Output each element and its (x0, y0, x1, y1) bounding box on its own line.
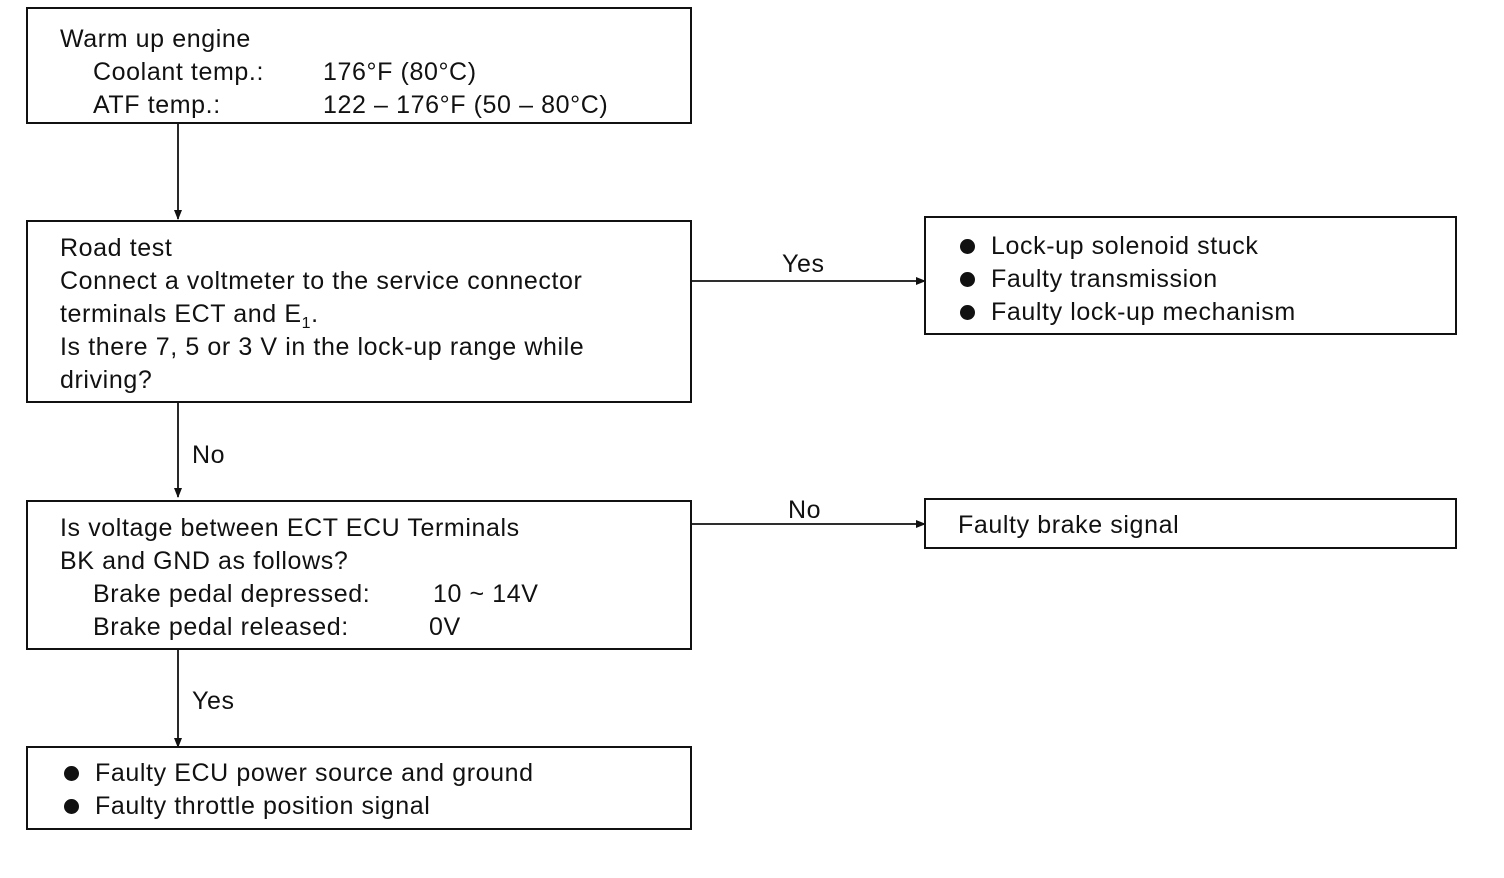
yes-result-text: Faulty transmission (991, 265, 1218, 293)
final-result-box: Faulty ECU power source and ground Fault… (26, 746, 692, 830)
roadtest-title: Road test (60, 234, 173, 262)
final-result-text: Faulty ECU power source and ground (95, 759, 534, 787)
released-label: Brake pedal released: (93, 613, 349, 641)
depressed-label: Brake pedal depressed: (93, 580, 371, 608)
roadtest-line2-prefix: terminals ECT and E (60, 300, 302, 328)
bullet-icon (960, 272, 975, 287)
bullet-icon (960, 305, 975, 320)
voltage-line1: Is voltage between ECT ECU Terminals (60, 514, 520, 542)
atf-row: ATF temp.: 122 – 176°F (50 – 80°C) (60, 89, 690, 122)
atf-label: ATF temp.: (93, 91, 221, 119)
roadtest-line3: Is there 7, 5 or 3 V in the lock-up rang… (60, 333, 585, 361)
voltage-line2: BK and GND as follows? (60, 547, 349, 575)
bullet-icon (64, 766, 79, 781)
yes-result-box: Lock-up solenoid stuck Faulty transmissi… (924, 216, 1457, 335)
voltage-check-box: Is voltage between ECT ECU Terminals BK … (26, 500, 692, 650)
atf-value: 122 – 176°F (50 – 80°C) (323, 91, 609, 119)
roadtest-line1: Connect a voltmeter to the service conne… (60, 267, 583, 295)
coolant-row: Coolant temp.: 176°F (80°C) (60, 56, 690, 89)
yes-result-item: Lock-up solenoid stuck (960, 230, 1455, 263)
warmup-box: Warm up engine Coolant temp.: 176°F (80°… (26, 7, 692, 124)
released-row: Brake pedal released: 0V (60, 611, 690, 644)
roadtest-line2: terminals ECT and E1. (60, 298, 690, 332)
final-result-text: Faulty throttle position signal (95, 792, 431, 820)
final-result-item: Faulty ECU power source and ground (64, 757, 690, 790)
no-label-roadtest: No (192, 441, 226, 469)
bullet-icon (64, 799, 79, 814)
yes-result-text: Faulty lock-up mechanism (991, 298, 1296, 326)
roadtest-box: Road test Connect a voltmeter to the ser… (26, 220, 692, 403)
roadtest-line2-suffix: . (311, 300, 319, 328)
roadtest-line2-sub: 1 (301, 315, 312, 332)
yes-result-item: Faulty transmission (960, 263, 1455, 296)
warmup-title: Warm up engine (60, 25, 251, 53)
yes-result-text: Lock-up solenoid stuck (991, 232, 1259, 260)
bullet-icon (960, 239, 975, 254)
coolant-label: Coolant temp.: (93, 58, 264, 86)
depressed-row: Brake pedal depressed: 10 ~ 14V (60, 578, 690, 611)
no-result-text: Faulty brake signal (958, 511, 1180, 539)
yes-label-roadtest: Yes (782, 250, 825, 278)
coolant-value: 176°F (80°C) (323, 58, 477, 86)
no-label-voltage: No (788, 496, 822, 524)
yes-result-item: Faulty lock-up mechanism (960, 296, 1455, 329)
released-value: 0V (429, 613, 461, 641)
final-result-item: Faulty throttle position signal (64, 790, 690, 823)
no-result-box: Faulty brake signal (924, 498, 1457, 549)
yes-label-voltage: Yes (192, 687, 235, 715)
depressed-value: 10 ~ 14V (433, 580, 539, 608)
roadtest-line4: driving? (60, 366, 153, 394)
